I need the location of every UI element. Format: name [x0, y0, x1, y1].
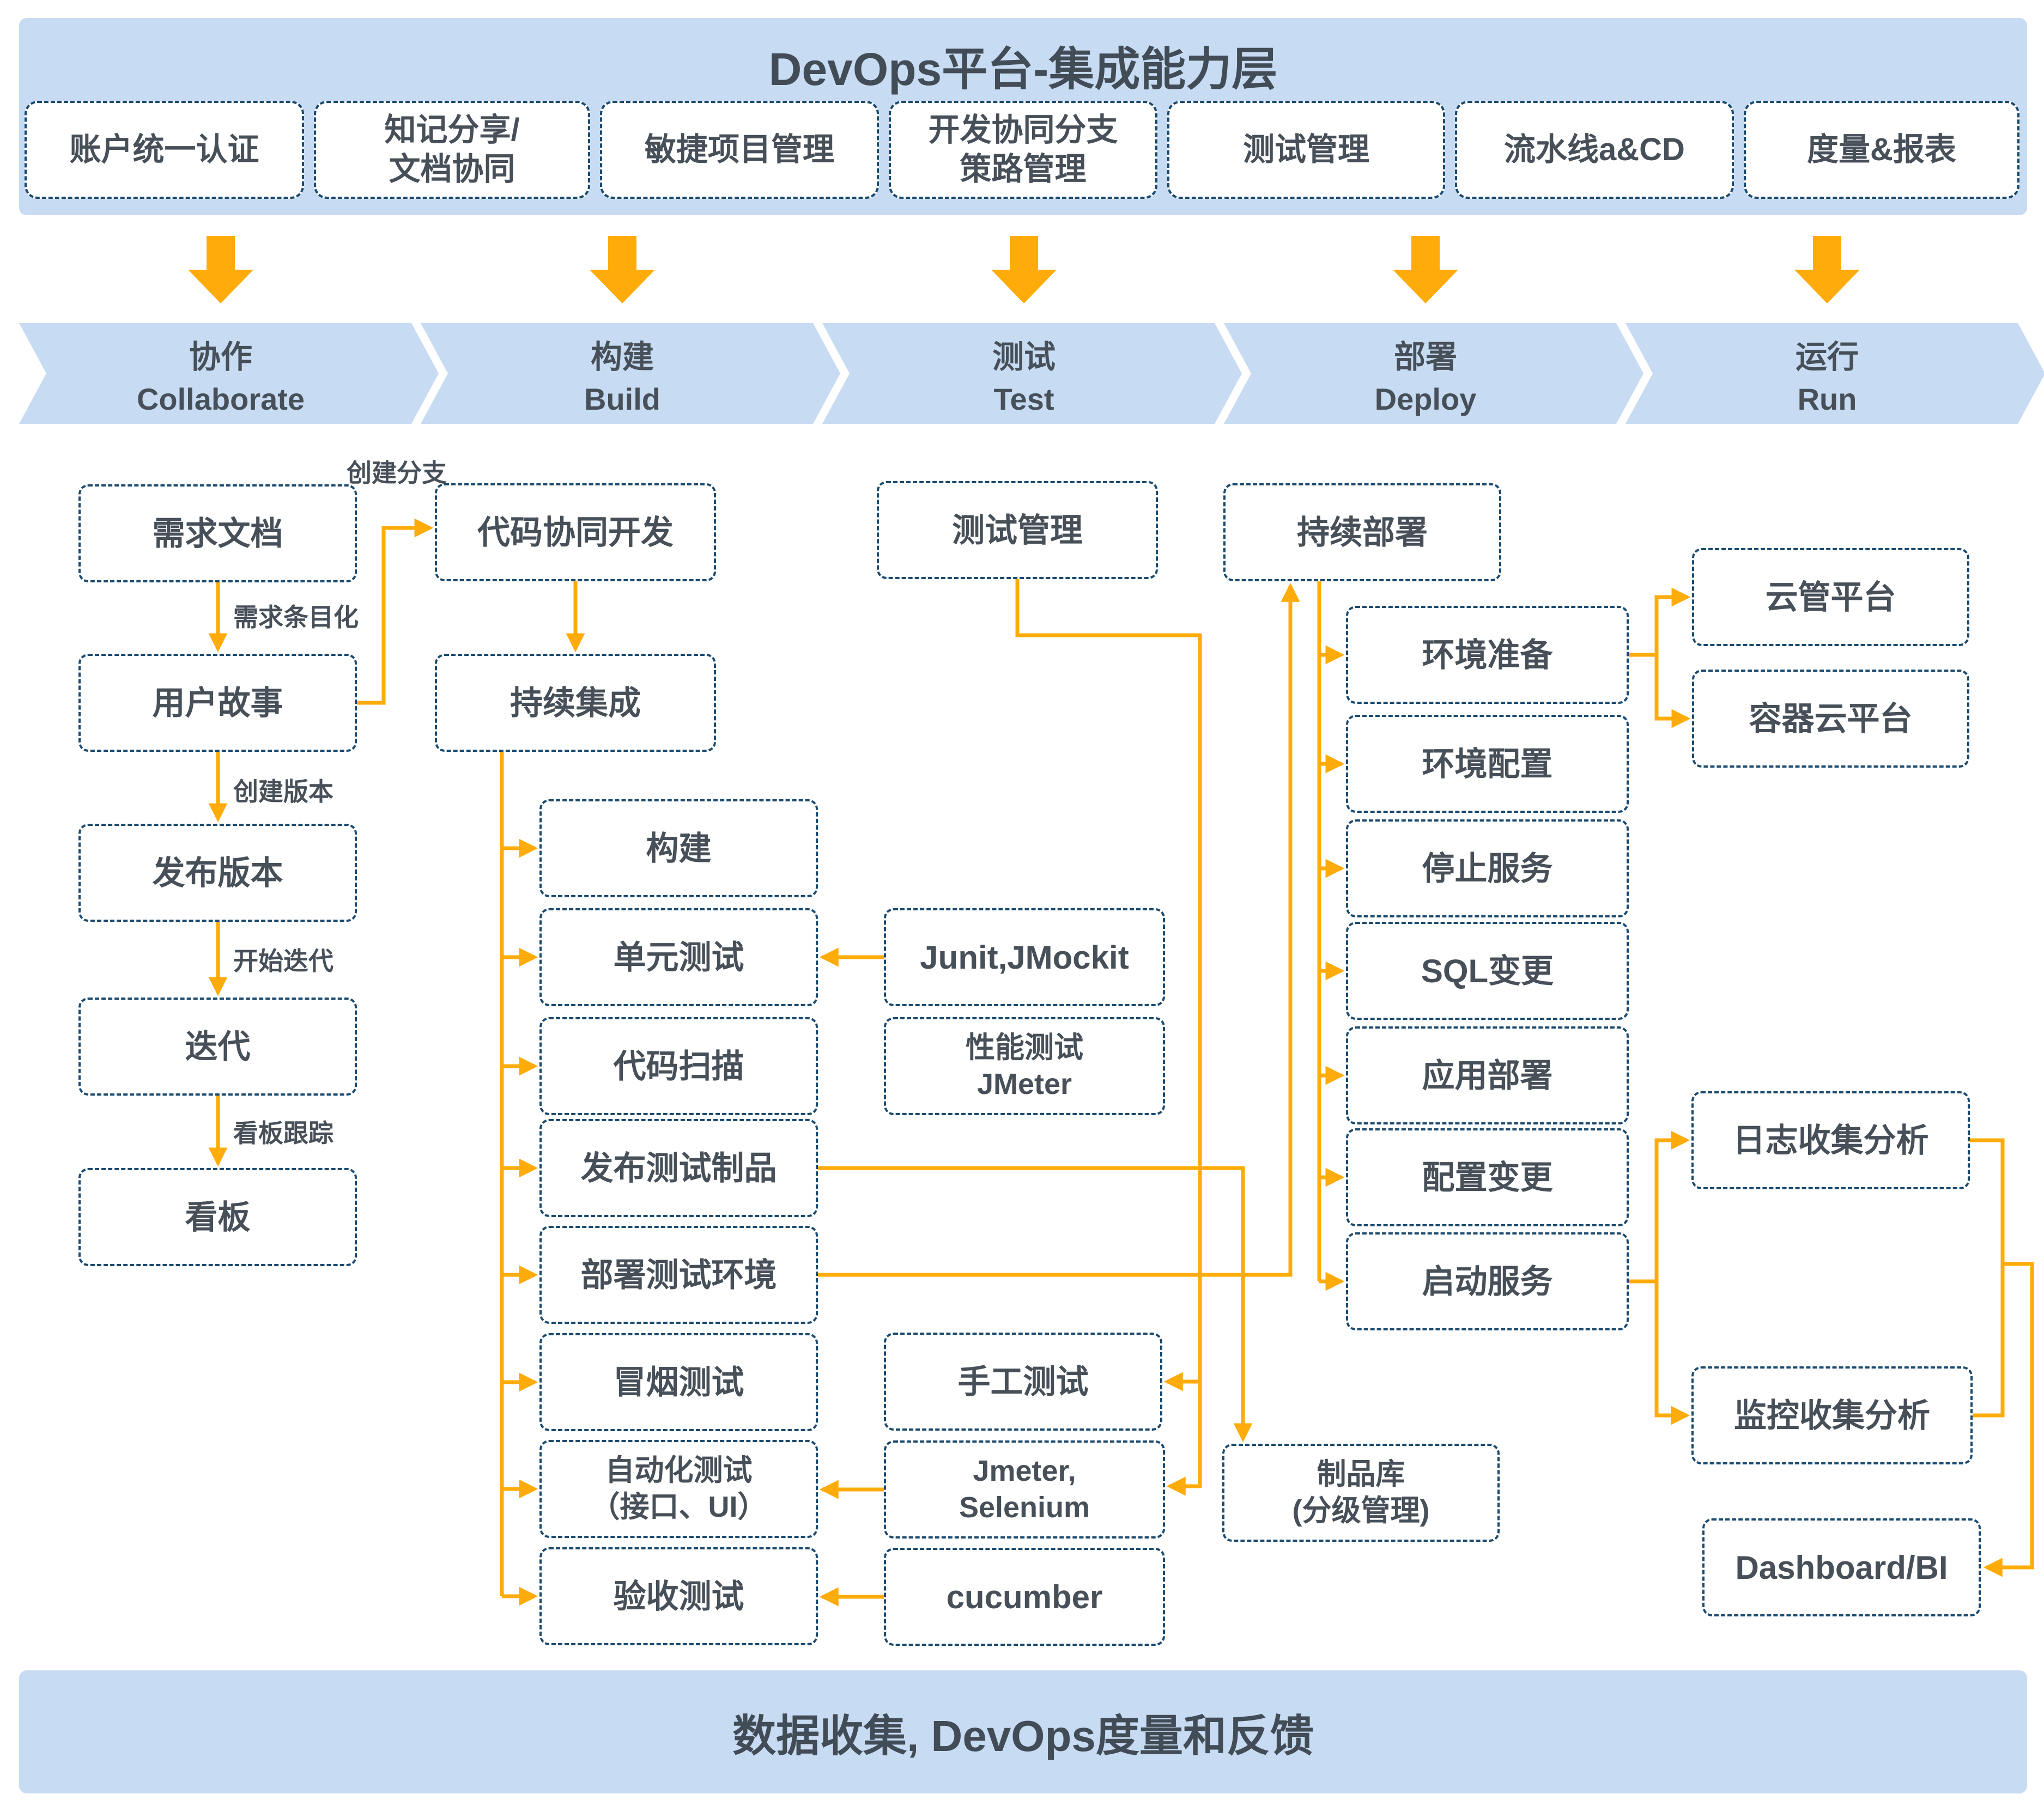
stage-chevron	[19, 323, 439, 424]
edge-join-dashboard	[1983, 1262, 2034, 1577]
node-env-config: 环境配置	[1346, 715, 1629, 813]
stage-zh-label: 构建	[590, 339, 654, 375]
node-release-version: 发布版本	[78, 824, 357, 922]
footer-band	[19, 1670, 2027, 1793]
node-code-collab-dev: 代码协同开发	[435, 483, 716, 581]
node-user-story: 用户故事	[78, 654, 357, 752]
down-arrow-icon	[991, 236, 1057, 303]
edge-envprep-containercloud	[1654, 655, 1691, 728]
node-monitor-analysis: 监控收集分析	[1691, 1366, 1973, 1464]
node-log-analysis: 日志收集分析	[1691, 1091, 1970, 1189]
node-build-step: 构建	[539, 799, 818, 897]
stage-chevron	[822, 323, 1242, 424]
node-container-cloud: 容器云平台	[1692, 670, 1969, 768]
capability-metrics-report: 度量&报表	[1744, 101, 2019, 199]
edge-label-create-branch: 创建分支	[347, 459, 447, 487]
capability-test-mgmt: 测试管理	[1167, 101, 1445, 199]
stage-build: 构建 Build	[502, 331, 742, 417]
capability-pipeline-cd: 流水线a&CD	[1455, 101, 1734, 199]
stage-en-label: Build	[584, 382, 660, 416]
stage-test: 测试 Test	[904, 331, 1144, 417]
node-continuous-deploy: 持续部署	[1223, 483, 1501, 581]
capability-knowledge-share: 知记分享/ 文档协同	[314, 101, 590, 199]
stage-chevron	[421, 323, 840, 424]
footer-title: 数据收集, DevOps度量和反馈	[732, 1712, 1314, 1760]
node-start-service: 启动服务	[1346, 1232, 1629, 1330]
node-continuous-integration: 持续集成	[435, 654, 716, 752]
edge-testmgmt-jmetersel	[1015, 579, 1202, 1496]
node-manual-test: 手工测试	[884, 1333, 1162, 1431]
stage-deploy: 部署 Deploy	[1306, 331, 1545, 417]
down-arrow-icon	[1393, 236, 1458, 303]
stage-zh-label: 部署	[1393, 339, 1457, 375]
stage-chevron	[1224, 323, 1643, 424]
node-deploy-test-env: 部署测试环境	[539, 1226, 818, 1324]
stage-run: 运行 Run	[1707, 331, 1947, 417]
node-code-scan: 代码扫描	[539, 1017, 818, 1115]
stage-collaborate: 协作 Collaborate	[101, 331, 341, 417]
capability-account-auth: 账户统一认证	[25, 101, 304, 199]
node-test-management: 测试管理	[877, 481, 1158, 579]
edge-envprep-cloudmgmt	[1629, 587, 1691, 657]
edge-startsvc-monitor	[1654, 1281, 1690, 1425]
node-cloud-mgmt-platform: 云管平台	[1692, 548, 1969, 646]
node-automated-test: 自动化测试 （接口、UI）	[539, 1440, 818, 1538]
edge-userstory-codedev	[357, 518, 434, 705]
down-arrow-icon	[590, 236, 655, 303]
node-sql-change: SQL变更	[1346, 922, 1629, 1020]
capability-branch-policy: 开发协同分支 策路管理	[889, 101, 1157, 199]
flow-down-arrows	[188, 236, 1860, 303]
page-title: DevOps平台-集成能力层	[768, 43, 1278, 95]
node-artifact-repo: 制品库 (分级管理)	[1222, 1444, 1500, 1542]
node-cucumber: cucumber	[884, 1548, 1165, 1646]
node-kanban: 看板	[78, 1168, 357, 1266]
node-acceptance-test: 验收测试	[539, 1547, 818, 1645]
capability-agile-pm: 敏捷项目管理	[600, 101, 879, 199]
node-config-change: 配置变更	[1346, 1128, 1629, 1226]
edge-startsvc-log	[1629, 1130, 1690, 1284]
node-requirement-doc: 需求文档	[78, 484, 357, 582]
node-dashboard-bi: Dashboard/BI	[1702, 1518, 1981, 1616]
stage-chevron	[1626, 323, 2044, 424]
node-perf-test-jmeter: 性能测试 JMeter	[884, 1017, 1165, 1115]
stage-zh-label: 运行	[1795, 339, 1859, 375]
stage-zh-label: 测试	[992, 339, 1056, 375]
edge-log-monitor-join	[1970, 1138, 2005, 1418]
edge-label-kanban-track: 看板跟踪	[233, 1119, 333, 1147]
edge-deploytestenv-cd	[818, 582, 1300, 1277]
node-app-deploy: 应用部署	[1346, 1026, 1629, 1124]
node-iteration: 迭代	[78, 998, 357, 1096]
node-unit-test: 单元测试	[539, 908, 818, 1006]
edge-pubartifact-repo	[818, 1166, 1253, 1443]
node-smoke-test: 冒烟测试	[539, 1333, 818, 1431]
stage-en-label: Run	[1797, 382, 1857, 416]
edge-label-start-iteration: 开始迭代	[233, 947, 333, 975]
edges	[208, 518, 2034, 1607]
node-env-prepare: 环境准备	[1346, 606, 1629, 704]
stage-chevrons	[19, 323, 2044, 424]
stage-zh-label: 协作	[189, 339, 252, 375]
edge-label-create-version: 创建版本	[233, 777, 333, 806]
node-junit-jmockit: Junit,JMockit	[884, 908, 1165, 1006]
stage-en-label: Deploy	[1374, 382, 1477, 416]
edge-label-itemize: 需求条目化	[233, 603, 359, 631]
stage-en-label: Test	[993, 382, 1054, 416]
down-arrow-icon	[188, 236, 253, 303]
down-arrow-icon	[1794, 236, 1860, 303]
stage-en-label: Collaborate	[136, 382, 305, 416]
node-publish-test-artifact: 发布测试制品	[539, 1119, 818, 1217]
node-stop-service: 停止服务	[1346, 819, 1629, 917]
node-jmeter-selenium: Jmeter, Selenium	[884, 1440, 1165, 1539]
